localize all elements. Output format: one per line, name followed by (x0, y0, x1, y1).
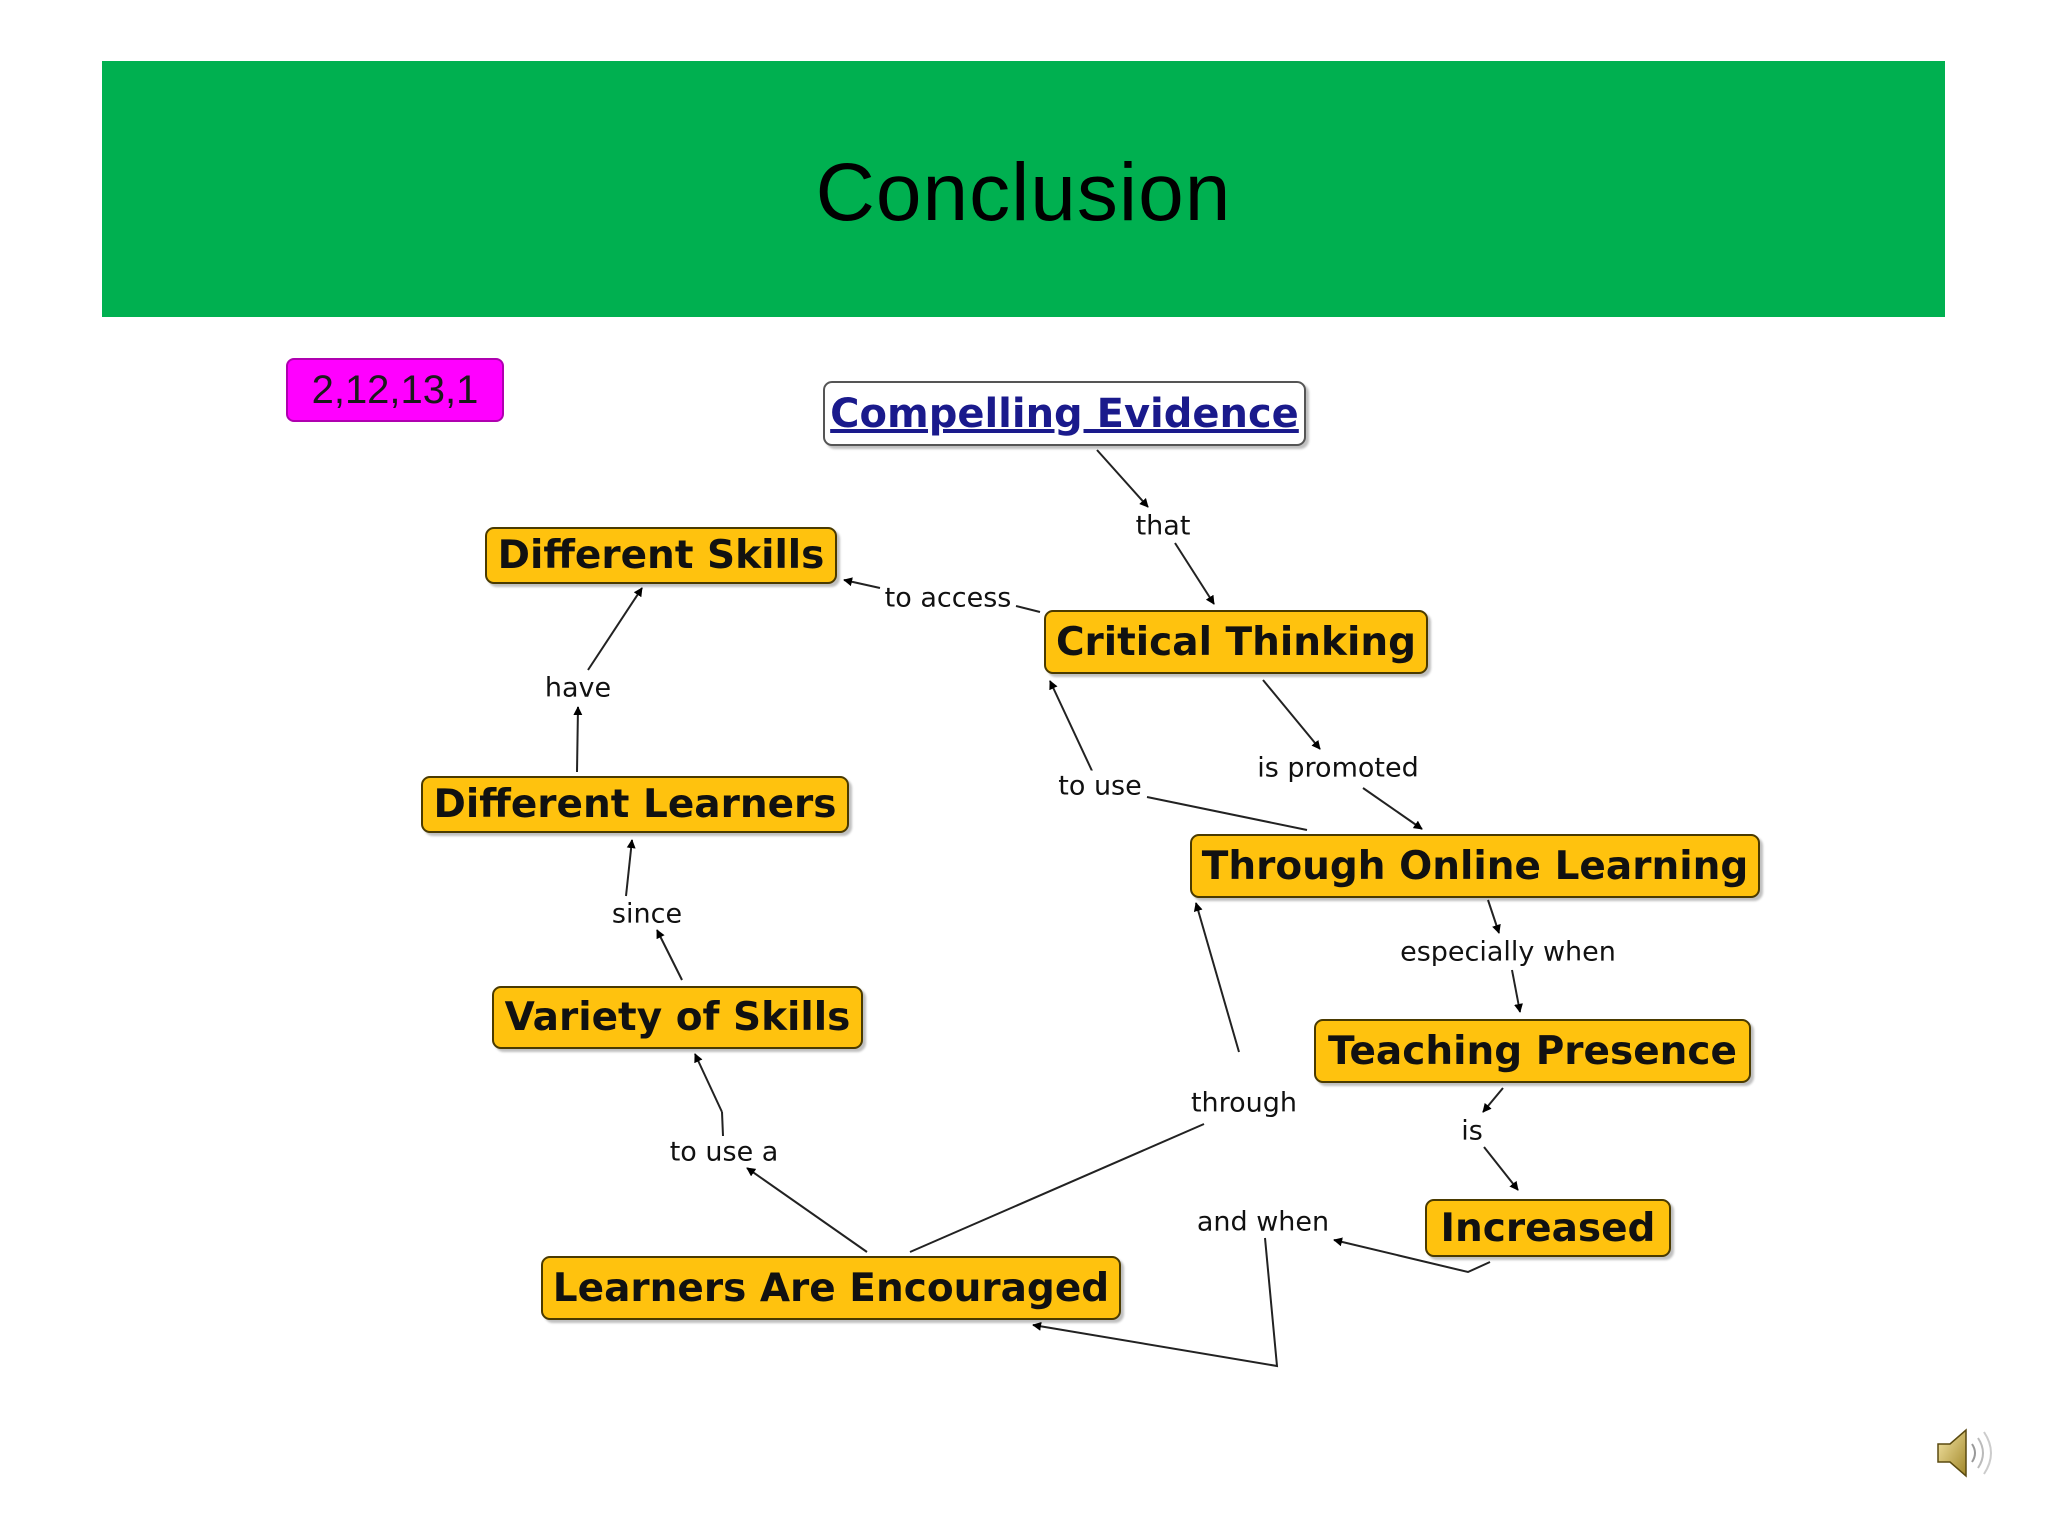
link-label-especially-when: especially when (1397, 936, 1619, 968)
link-label-is: is (1458, 1115, 1486, 1147)
connector-andwhen-encouraged (1032, 1237, 1279, 1368)
connector-critical-ispromoted (1262, 679, 1321, 750)
connector-increased-andwhen (1333, 1237, 1491, 1274)
connector-through-online (1193, 902, 1240, 1053)
link-label-since: since (608, 898, 686, 930)
link-label-and-when: and when (1193, 1206, 1333, 1238)
connector-evidence-that (1096, 449, 1149, 508)
connector-critical-toaccess (1015, 605, 1041, 613)
link-label-is-promoted: is promoted (1254, 752, 1422, 784)
node-teaching-presence: Teaching Presence (1314, 1019, 1751, 1083)
connector-tousea-variety-2 (694, 1053, 723, 1113)
connector-encouraged-through (909, 1123, 1205, 1253)
node-different-skills: Different Skills (485, 527, 837, 584)
link-label-have: have (541, 672, 615, 704)
node-variety-of-skills: Variety of Skills (492, 986, 863, 1049)
node-through-online-learning: Through Online Learning (1190, 834, 1760, 898)
connector-variety-since (656, 929, 683, 981)
node-different-learners: Different Learners (421, 776, 849, 833)
connector-especiallywhen-teaching (1511, 969, 1523, 1013)
connector-learners-have (573, 706, 583, 773)
node-learners-are-encouraged: Learners Are Encouraged (541, 1256, 1121, 1320)
link-label-to-use-a: to use a (666, 1136, 782, 1168)
connector-tousea-variety (721, 1111, 724, 1137)
link-label-through: through (1187, 1087, 1301, 1119)
connector-have-skills (587, 587, 643, 671)
connector-ispromoted-online (1362, 787, 1423, 830)
connector-toaccess-skills (843, 577, 881, 589)
connector-online-touse (1146, 796, 1308, 831)
connector-touse-critical (1049, 680, 1094, 774)
link-label-that: that (1132, 510, 1194, 542)
slide-title: Conclusion (815, 147, 1232, 238)
connector-is-increased (1483, 1146, 1519, 1191)
connector-online-especiallywhen (1487, 899, 1501, 934)
node-increased: Increased (1425, 1199, 1671, 1257)
reference-tag: 2,12,13,1 (286, 358, 504, 422)
speaker-icon[interactable] (1930, 1418, 2000, 1492)
connector-encouraged-tousea (746, 1167, 868, 1253)
node-critical-thinking: Critical Thinking (1044, 610, 1428, 674)
link-label-to-use: to use (1055, 770, 1145, 802)
connector-teaching-is (1482, 1087, 1504, 1113)
connector-that-critical (1174, 542, 1215, 605)
connector-since-learners (625, 839, 636, 897)
node-compelling-evidence[interactable]: Compelling Evidence (823, 381, 1306, 446)
title-bar: Conclusion (102, 61, 1945, 317)
link-label-to-access: to access (881, 582, 1015, 614)
